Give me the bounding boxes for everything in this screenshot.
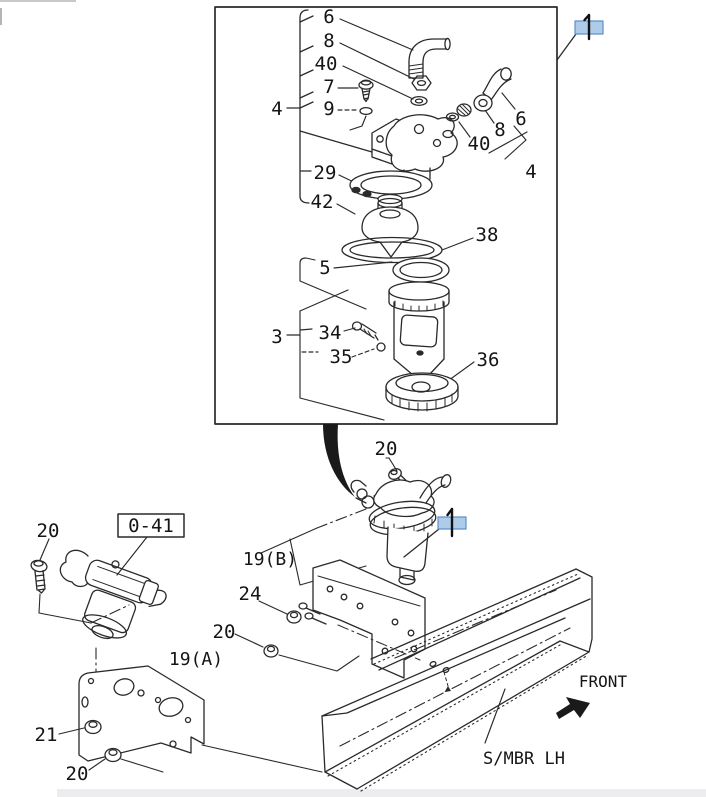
callout-bracket-4-left bbox=[286, 9, 373, 204]
exploded-view-border bbox=[214, 6, 558, 425]
label-20-mid: 20 bbox=[213, 621, 236, 643]
part-nut-8 bbox=[411, 75, 432, 91]
part-nut-24 bbox=[258, 600, 302, 624]
callout-34: 34 bbox=[319, 322, 342, 344]
callout-6: 6 bbox=[323, 6, 334, 28]
callout-36: 36 bbox=[477, 349, 500, 371]
leader-lines-exploded bbox=[286, 18, 528, 421]
part-washer-40 bbox=[410, 95, 428, 107]
part-elbow-connector bbox=[408, 37, 451, 79]
callout-40: 40 bbox=[315, 53, 338, 75]
assembled-filter-unit bbox=[350, 457, 452, 586]
label-19b: 19(B) bbox=[243, 549, 297, 570]
part-nut-21 bbox=[58, 719, 102, 735]
flow-swoosh bbox=[323, 424, 355, 497]
part-filter-head bbox=[371, 114, 458, 181]
window-edge-artifact-left bbox=[0, 8, 2, 25]
label-smbr-lh: S/MBR LH bbox=[483, 749, 565, 769]
part-ref-one-glyph-mid bbox=[446, 507, 454, 538]
callout-38: 38 bbox=[476, 224, 499, 246]
callout-42: 42 bbox=[311, 191, 334, 213]
label-front: FRONT bbox=[579, 672, 628, 691]
window-edge-artifact-top bbox=[0, 0, 76, 2]
part-ring-38 bbox=[341, 236, 443, 264]
part-ref-highlight-mid[interactable] bbox=[403, 507, 467, 558]
callout-7: 7 bbox=[323, 76, 334, 98]
part-washer-40-right bbox=[445, 112, 460, 122]
exploded-callout-labels: 6 8 40 7 9 4 29 42 5 38 3 34 35 36 6 8 4 bbox=[271, 6, 536, 371]
installation-view: 20 20 0-41 19(B) 24 20 19(A) 21 20 FRONT… bbox=[30, 424, 628, 792]
label-0-41[interactable]: 0-41 bbox=[128, 515, 174, 537]
callout-40-right: 40 bbox=[468, 133, 491, 155]
part-hose-right bbox=[482, 67, 512, 101]
label-20-top: 20 bbox=[375, 438, 398, 460]
label-20-left: 20 bbox=[37, 520, 60, 542]
part-nut-20-mid bbox=[234, 633, 360, 672]
part-oring-5 bbox=[392, 257, 450, 283]
part-float-42 bbox=[361, 197, 419, 258]
smbr-leader bbox=[484, 688, 506, 744]
part-bowl-neck bbox=[388, 281, 450, 312]
label-24: 24 bbox=[239, 583, 262, 605]
callout-3: 3 bbox=[271, 326, 282, 348]
callout-4-left: 4 bbox=[271, 98, 282, 120]
scroll-strip-bottom bbox=[57, 789, 706, 797]
part-nut-20-bottom bbox=[88, 747, 164, 773]
part-bolt-7 bbox=[358, 79, 374, 103]
bracket-19b bbox=[298, 559, 426, 679]
part-ref-one-glyph-top bbox=[583, 13, 591, 41]
side-member-rail bbox=[321, 568, 593, 792]
callout-4-right: 4 bbox=[525, 161, 536, 183]
callout-6-right: 6 bbox=[515, 108, 526, 130]
part-drain-cock-34 bbox=[351, 321, 379, 341]
stud-bolts-19b bbox=[298, 602, 327, 625]
exploded-view: 6 8 40 7 9 4 29 42 5 38 3 34 35 36 6 8 4 bbox=[214, 6, 604, 425]
label-19a: 19(A) bbox=[169, 649, 223, 670]
label-20-bottom: 20 bbox=[66, 763, 89, 785]
part-bolt-20-left bbox=[30, 538, 130, 624]
ref-box-0-41[interactable] bbox=[116, 513, 185, 576]
callout-9: 9 bbox=[323, 98, 334, 120]
label-21: 21 bbox=[35, 724, 58, 746]
callout-29: 29 bbox=[314, 162, 337, 184]
bracket-19a bbox=[78, 665, 323, 773]
part-ref-highlight-top[interactable] bbox=[556, 13, 604, 61]
part-ring-nut-36 bbox=[385, 372, 459, 412]
front-arrow-icon bbox=[556, 697, 590, 719]
callout-35: 35 bbox=[330, 346, 353, 368]
callout-8-right: 8 bbox=[494, 119, 505, 141]
priming-pump-assembly bbox=[59, 549, 167, 743]
callout-8: 8 bbox=[323, 30, 334, 52]
callout-5: 5 bbox=[319, 257, 330, 279]
part-fitting-8-right bbox=[456, 94, 493, 117]
installation-labels: 20 20 0-41 19(B) 24 20 19(A) 21 20 FRONT… bbox=[35, 438, 628, 785]
part-oring-9 bbox=[359, 106, 373, 116]
part-oring-35 bbox=[376, 342, 386, 352]
